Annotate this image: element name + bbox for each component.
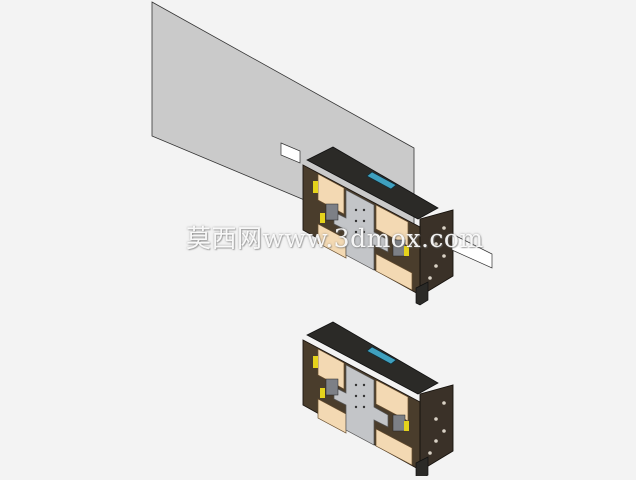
accent-left-mid — [320, 213, 325, 223]
end-plate-bolt — [442, 226, 446, 230]
accent-left-mid — [320, 388, 325, 398]
center-plate-hole — [354, 208, 358, 212]
end-plate-bolt — [428, 276, 432, 280]
housing-top — [306, 321, 439, 395]
center-plate-hole — [362, 230, 366, 234]
end-plate-bolt — [442, 254, 446, 258]
end-plate-bolt — [428, 451, 432, 455]
center-plate-hole — [362, 383, 366, 387]
pad-bottom-left — [317, 398, 347, 434]
center-plate-hole — [362, 405, 366, 409]
bottom-bracket — [415, 281, 429, 306]
connector-module-lower — [302, 321, 454, 480]
insert-bar-left — [280, 142, 301, 164]
accent-left-top — [313, 181, 318, 193]
insert-bar-right — [451, 233, 493, 269]
end-plate-bolt — [442, 401, 446, 405]
accent-right-mid — [404, 246, 409, 256]
mechanism-left — [325, 378, 339, 396]
end-plate-bolt — [434, 439, 438, 443]
connector-module-upper — [302, 146, 454, 306]
display-window — [366, 346, 397, 365]
center-plate-hole — [354, 230, 358, 234]
housing-end-plate — [419, 209, 454, 297]
pad-bottom-right — [375, 428, 413, 466]
center-plate-hole — [354, 405, 358, 409]
display-window — [366, 171, 397, 190]
center-plate-hole — [354, 219, 358, 223]
housing-end-plate — [419, 384, 454, 472]
mechanism-right — [392, 414, 406, 432]
pad-bottom-right — [375, 253, 413, 291]
watermark-text: 莫西网www.3dmox.com — [186, 224, 484, 253]
mechanism-left — [325, 203, 339, 221]
end-plate-bolt — [434, 264, 438, 268]
end-plate-bolt — [434, 242, 438, 246]
accent-left-top — [313, 356, 318, 368]
center-plate-hole — [354, 383, 358, 387]
end-plate-bolt — [442, 429, 446, 433]
center-plate-hole — [362, 394, 366, 398]
end-plate-bolt — [434, 417, 438, 421]
housing-top — [306, 146, 439, 220]
accent-right-mid — [404, 421, 409, 431]
center-plate-hole — [362, 219, 366, 223]
center-plate-hole — [354, 394, 358, 398]
center-plate-hole — [362, 208, 366, 212]
pad-bottom-left — [317, 223, 347, 259]
